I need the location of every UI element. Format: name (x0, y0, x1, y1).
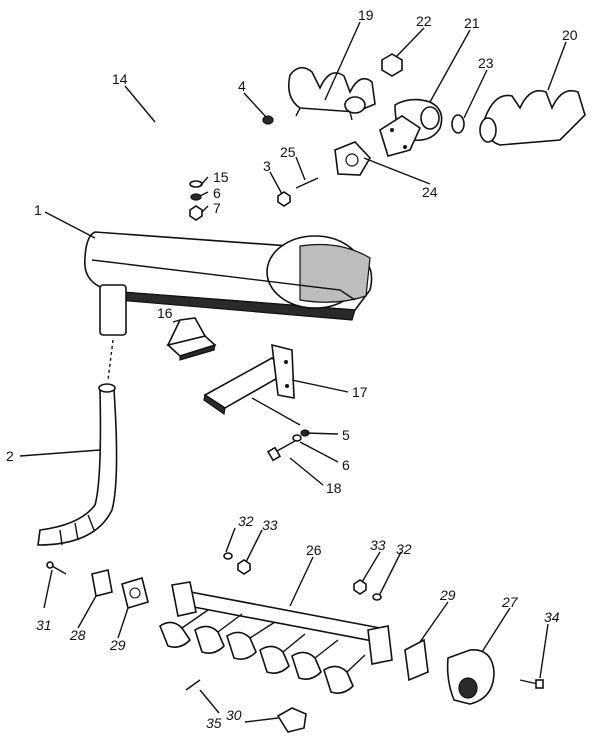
nut (277, 191, 291, 207)
nut (237, 559, 251, 575)
callout-23: 23 (478, 55, 494, 71)
callout-22: 22 (416, 13, 432, 29)
exhaust-elbow (446, 649, 495, 705)
elbow-housing (379, 98, 443, 157)
exhaust-manifold-rear (287, 66, 376, 121)
callout-28: 28 (69, 627, 86, 643)
bracket-bolt (266, 429, 310, 462)
callout-6b: 6 (342, 457, 350, 473)
clip-bracket (166, 317, 217, 361)
callout-31: 31 (36, 617, 52, 633)
exhaust-pipe (37, 339, 118, 546)
intake-manifold-pipe (159, 581, 393, 694)
callout-2: 2 (6, 448, 14, 464)
nut (353, 579, 367, 595)
callout-32b: 32 (396, 541, 412, 557)
callout-33a: 33 (262, 517, 278, 533)
callout-27: 27 (501, 594, 519, 610)
callout-21: 21 (464, 15, 480, 31)
support-bracket (203, 343, 301, 426)
callout-15: 15 (213, 169, 229, 185)
washer (372, 593, 382, 601)
callout-5: 5 (342, 427, 350, 443)
callout-26: 26 (306, 542, 322, 558)
muffler (84, 231, 373, 336)
callout-14: 14 (112, 71, 128, 87)
callout-20: 20 (562, 27, 578, 43)
callout-1: 1 (34, 202, 42, 218)
callout-30: 30 (226, 707, 242, 723)
callout-3: 3 (263, 158, 271, 174)
callout-34: 34 (544, 609, 560, 625)
callout-32a: 32 (238, 513, 254, 529)
callout-19: 19 (358, 7, 374, 23)
callout-6a: 6 (213, 185, 221, 201)
callout-29b: 29 (439, 587, 456, 603)
callout-18: 18 (326, 480, 342, 496)
flange-gasket (404, 638, 429, 682)
callout-labels: 1 2 3 4 5 6 6 7 14 15 16 17 18 19 20 21 … (6, 7, 578, 731)
callout-33b: 33 (370, 537, 386, 553)
callout-4: 4 (238, 78, 246, 94)
mounting-strap (143, 110, 203, 221)
port-gasket (276, 707, 307, 733)
leader-lines (19, 21, 567, 723)
nut (381, 53, 403, 77)
sealing-ring (451, 114, 465, 134)
callout-17: 17 (352, 384, 368, 400)
callout-35: 35 (206, 715, 222, 731)
exhaust-manifold-front (479, 89, 586, 146)
callout-7: 7 (213, 200, 221, 216)
callout-24: 24 (422, 184, 438, 200)
callout-16: 16 (157, 305, 173, 321)
callout-29a: 29 (109, 637, 126, 653)
washer (262, 115, 274, 125)
washer (223, 552, 233, 560)
manifold-end-parts-left (46, 561, 149, 610)
callout-25: 25 (280, 144, 296, 160)
